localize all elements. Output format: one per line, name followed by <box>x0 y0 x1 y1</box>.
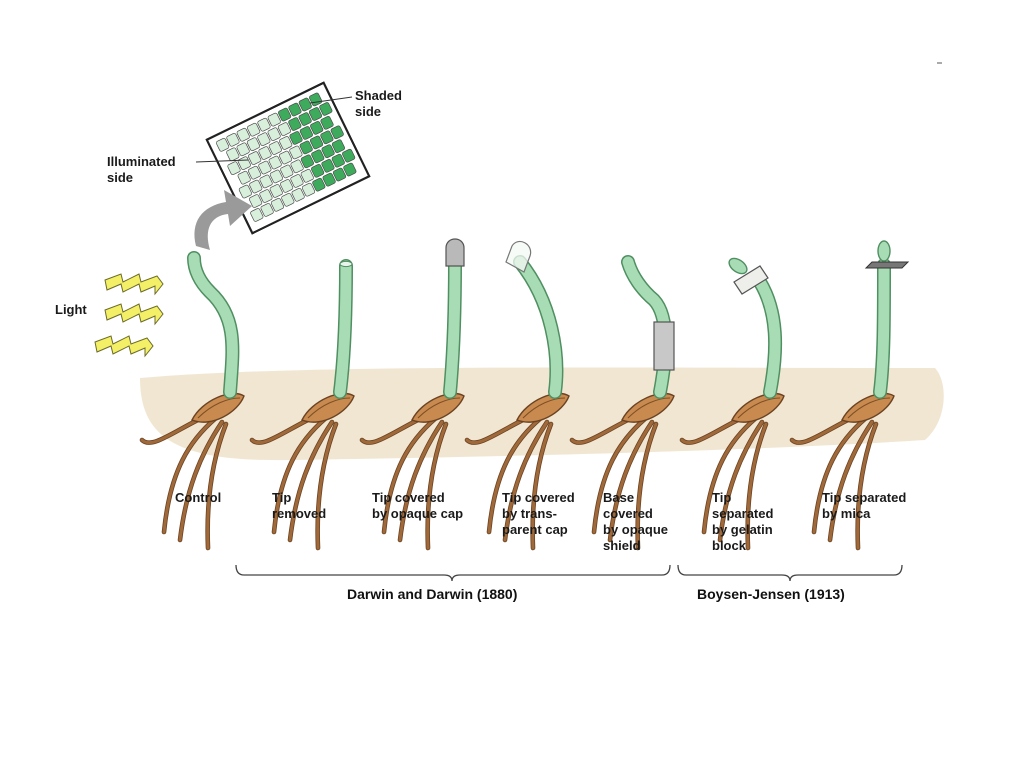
root <box>718 420 764 542</box>
coleoptile <box>444 256 461 398</box>
seed-ridge <box>307 397 351 419</box>
separated-tip <box>728 257 748 275</box>
coleoptile <box>874 259 890 398</box>
root <box>592 416 648 534</box>
separated-tip <box>877 240 891 262</box>
lightning-bolt-icon <box>104 273 164 296</box>
root <box>828 420 874 542</box>
seedling-label-control: Control <box>175 490 222 505</box>
root <box>398 420 444 542</box>
group-bracket <box>235 564 671 582</box>
seedling-base-shield <box>569 255 675 551</box>
light-rays <box>94 273 164 358</box>
gelatin-block <box>733 265 769 295</box>
seedling-opaque-cap <box>359 238 465 551</box>
opaque-shield <box>653 321 675 371</box>
root <box>487 416 543 534</box>
root <box>746 422 768 550</box>
seedling-label-transparent-cap: Tip covered by trans- parent cap <box>502 490 575 537</box>
group-bracket <box>677 564 903 582</box>
seed-ridge <box>417 397 461 419</box>
seed-ridge <box>737 397 781 419</box>
lightning-bolt-icon <box>104 303 164 326</box>
coleoptile <box>514 256 562 398</box>
mica-plate <box>864 261 910 269</box>
root <box>636 422 658 550</box>
seedling-mica <box>789 240 910 551</box>
illuminated-side-label: Illuminated side <box>107 154 176 185</box>
seed <box>411 392 465 423</box>
root <box>206 422 228 550</box>
coleoptile <box>188 252 238 398</box>
seedling-label-tip-removed: Tip removed <box>272 490 327 521</box>
seedling-label-mica: Tip separated by mica <box>822 490 907 521</box>
root <box>856 422 878 550</box>
root <box>531 422 553 550</box>
root <box>288 420 334 542</box>
transparent-cap <box>505 241 532 273</box>
seed-ridge <box>627 397 671 419</box>
seed-ridge <box>847 397 891 419</box>
seed <box>191 392 245 423</box>
root <box>812 416 868 534</box>
group-label-boysen-jensen: Boysen-Jensen (1913) <box>697 586 845 602</box>
group-brackets <box>235 564 903 582</box>
opaque-cap <box>445 238 465 267</box>
seedling-control <box>139 251 245 551</box>
root <box>178 420 224 542</box>
seed <box>731 392 785 423</box>
seedling-label-gelatin-block: Tip separated by gelatin block <box>712 490 774 553</box>
illuminated-side-leader <box>195 159 249 163</box>
root <box>426 422 448 550</box>
cut-tip <box>339 260 353 268</box>
seed-ridge <box>197 397 241 419</box>
group-label-darwin: Darwin and Darwin (1880) <box>347 586 518 602</box>
root <box>316 422 338 550</box>
seedling-label-base-shield: Base covered by opaque shield <box>603 490 669 553</box>
seed-ridge <box>522 397 566 419</box>
curved-arrow-icon <box>194 190 252 250</box>
root <box>702 416 758 534</box>
seedling-transparent-cap <box>464 241 570 551</box>
root <box>162 416 218 534</box>
seed <box>621 392 675 423</box>
seed <box>516 392 570 423</box>
cell-inset <box>195 81 371 235</box>
coleoptile <box>334 260 352 398</box>
root <box>608 420 654 542</box>
light-label: Light <box>55 302 87 317</box>
seed <box>841 392 895 423</box>
shaded-side-leader <box>309 96 353 104</box>
root <box>382 416 438 534</box>
root <box>272 416 328 534</box>
seedling-tip-removed <box>249 259 355 551</box>
shaded-side-label: Shaded side <box>355 88 402 119</box>
coleoptile <box>754 276 781 398</box>
root <box>503 420 549 542</box>
seed <box>301 392 355 423</box>
lightning-bolt-icon <box>94 335 154 358</box>
seedling-label-opaque-cap: Tip covered by opaque cap <box>372 490 464 521</box>
seedling-gelatin-block <box>679 257 785 551</box>
